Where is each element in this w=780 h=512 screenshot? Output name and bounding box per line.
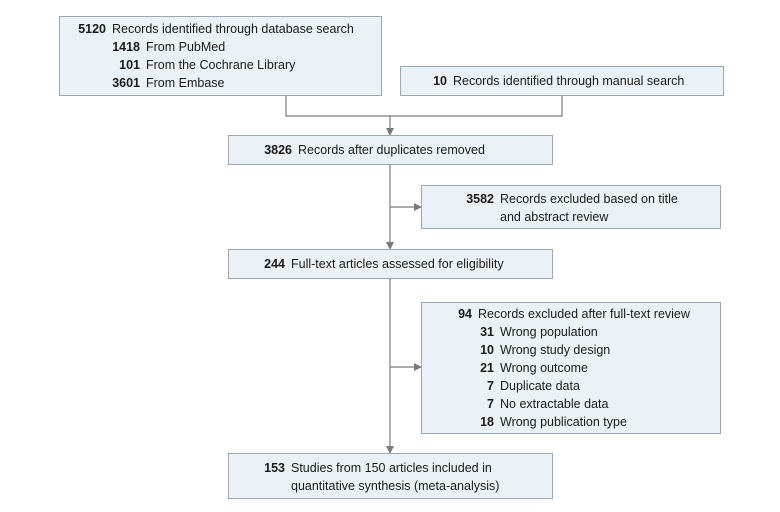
db-search-box: 5120 Records identified through database…	[59, 16, 382, 96]
included-label-2: quantitative synthesis (meta-analysis)	[291, 479, 500, 493]
manual-search-box: 10 Records identified through manual sea…	[400, 66, 724, 96]
excluded-title-box: 3582 Records excluded based on title and…	[421, 185, 721, 229]
db-source-cochrane: 101 From the Cochrane Library	[119, 58, 296, 72]
reason-wrong-outcome: 21 Wrong outcome	[480, 361, 589, 375]
fulltext-label: Full-text articles assessed for eligibil…	[291, 257, 504, 271]
excluded-title-label-1: Records excluded based on title	[500, 192, 678, 206]
reason-wrong-study-design: 10 Wrong study design	[480, 343, 611, 357]
included-box: 153 Studies from 150 articles included i…	[228, 453, 553, 499]
excluded-fulltext-label: Records excluded after full-text review	[478, 307, 690, 321]
connector-db-to-merge	[285, 95, 390, 117]
manual-search-label: Records identified through manual search	[453, 74, 685, 88]
db-search-total: 5120 Records identified through database…	[74, 20, 381, 38]
reason-wrong-population: 31 Wrong population	[480, 325, 598, 339]
db-source-pubmed: 1418 From PubMed	[112, 40, 226, 54]
db-source-embase: 3601 From Embase	[112, 76, 225, 90]
included-count: 153	[264, 461, 285, 475]
reason-no-extractable-data: 7 No extractable data	[487, 397, 609, 411]
db-search-count: 5120	[78, 22, 106, 36]
fulltext-box: 244 Full-text articles assessed for elig…	[228, 249, 553, 279]
after-duplicates-count: 3826	[264, 143, 292, 157]
included-label-1: Studies from 150 articles included in	[291, 461, 492, 475]
reason-duplicate-data: 7 Duplicate data	[487, 379, 580, 393]
manual-search-count: 10	[433, 74, 447, 88]
excluded-fulltext-count: 94	[458, 307, 472, 321]
connector-manual-to-merge	[390, 95, 563, 117]
excluded-title-label-2: and abstract review	[500, 210, 609, 224]
db-search-label: Records identified through database sear…	[112, 22, 354, 36]
excluded-title-count: 3582	[466, 192, 494, 206]
reason-wrong-publication-type: 18 Wrong publication type	[480, 415, 627, 429]
after-duplicates-label: Records after duplicates removed	[298, 143, 485, 157]
after-duplicates-box: 3826 Records after duplicates removed	[228, 135, 553, 165]
excluded-fulltext-box: 94 Records excluded after full-text revi…	[421, 302, 721, 434]
fulltext-count: 244	[264, 257, 285, 271]
